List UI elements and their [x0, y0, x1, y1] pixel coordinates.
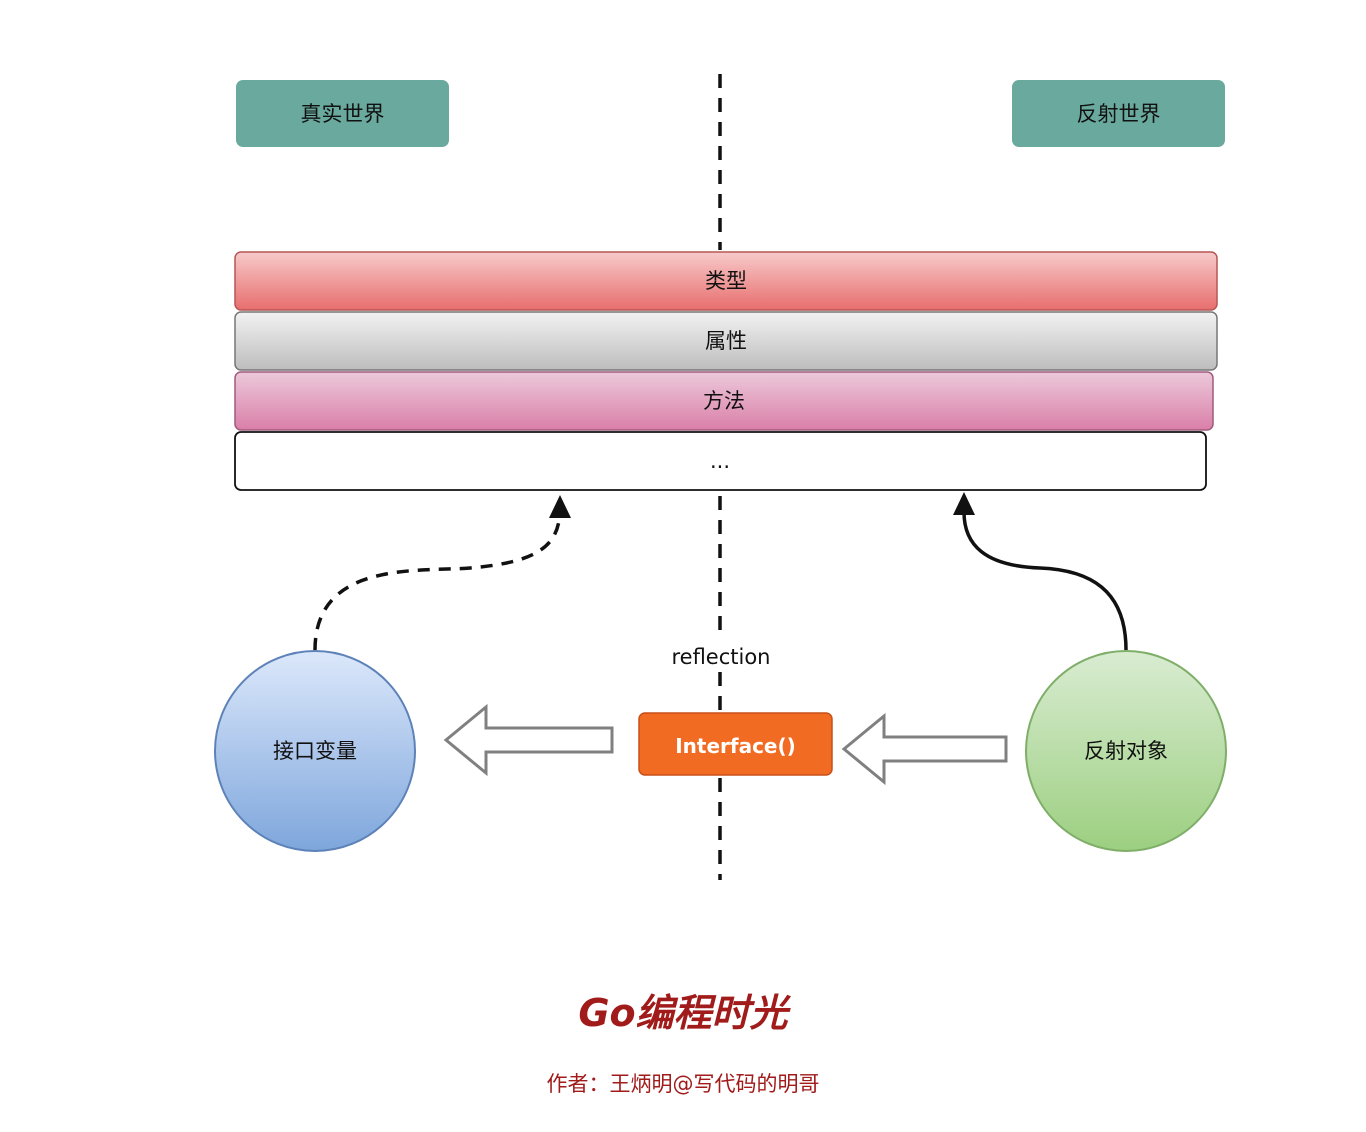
divider-reflection-label: reflection: [671, 645, 770, 669]
layer-attribute: 属性: [234, 311, 1218, 371]
header-reflect-world: 反射世界: [1012, 80, 1225, 147]
layer-more-label: ...: [710, 449, 730, 473]
interface-variable-node: 接口变量: [214, 650, 416, 852]
header-real-world-label: 真实世界: [301, 102, 385, 126]
layer-method: 方法: [234, 371, 1214, 431]
layer-more: ...: [234, 431, 1207, 491]
interface-func-label: Interface(): [675, 734, 796, 758]
header-reflect-world-label: 反射世界: [1077, 102, 1161, 126]
interface-func-button[interactable]: Interface(): [638, 712, 833, 776]
reflect-object-label: 反射对象: [1084, 739, 1168, 763]
interface-variable-label: 接口变量: [273, 739, 357, 763]
layer-attribute-label: 属性: [705, 329, 747, 353]
layer-method-label: 方法: [703, 389, 745, 413]
hollow-arrow-to-interface-variable: [443, 703, 614, 777]
layer-type: 类型: [234, 251, 1218, 311]
reflect-object-node: 反射对象: [1025, 650, 1227, 852]
footer-title: Go编程时光: [578, 991, 788, 1035]
layer-type-label: 类型: [705, 269, 747, 293]
solid-arrow-to-stack: [953, 492, 1128, 651]
footer-author: 作者：王炳明@写代码的明哥: [546, 1072, 820, 1096]
dashed-arrow-to-stack: [313, 495, 571, 651]
header-real-world: 真实世界: [236, 80, 449, 147]
hollow-arrow-to-interface-func: [841, 712, 1008, 786]
